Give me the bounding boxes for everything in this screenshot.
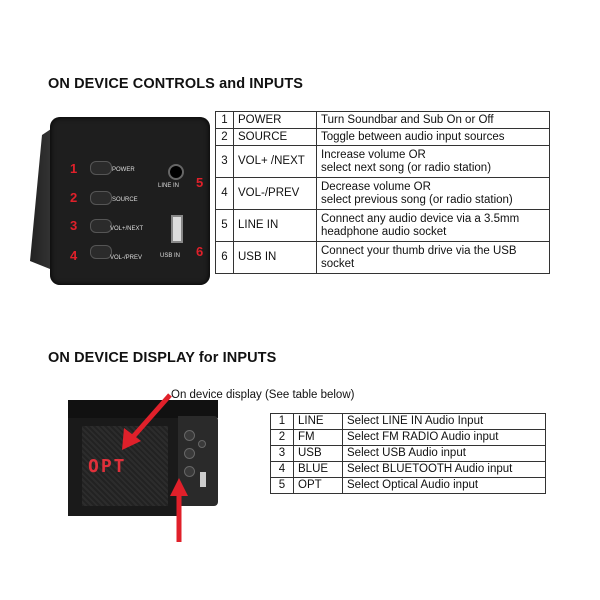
table-cell-desc: Select Optical Audio input — [342, 477, 546, 494]
table-cell-name: FM — [293, 429, 343, 446]
usb-port-graphic — [171, 215, 183, 243]
table-cell-num: 3 — [270, 445, 294, 462]
led-display: OPT — [88, 456, 127, 477]
arrow-to-display — [130, 393, 172, 440]
label-number: 4 — [70, 248, 78, 263]
panel-face: 1 POWER 2 SOURCE 3 VOL+/NEXT 4 VOL-/PREV… — [50, 117, 210, 285]
table-cell-name: USB IN — [233, 241, 317, 274]
mini-button — [184, 466, 195, 477]
table-cell-desc: Select FM RADIO Audio input — [342, 429, 546, 446]
table-cell-desc: Select USB Audio input — [342, 445, 546, 462]
source-button-graphic — [90, 191, 112, 205]
vol-down-button-graphic — [90, 245, 112, 259]
label-number: 5 — [196, 175, 204, 190]
mini-usb — [200, 472, 206, 487]
table-cell-name: LINE IN — [233, 209, 317, 242]
label-text: LINE IN — [158, 183, 180, 189]
table-cell-desc: Turn Soundbar and Sub On or Off — [316, 111, 550, 129]
power-button-graphic — [90, 161, 112, 175]
display-callout: On device display (See table below) — [171, 389, 355, 401]
line-in-jack-graphic — [168, 164, 184, 180]
arrow-head-source — [170, 478, 188, 496]
label-number: 1 — [70, 161, 78, 176]
table-cell-num: 2 — [270, 429, 294, 446]
table-cell-desc: Select BLUETOOTH Audio input — [342, 461, 546, 478]
soundbar-control-panel-image: 1 POWER 2 SOURCE 3 VOL+/NEXT 4 VOL-/PREV… — [30, 117, 210, 289]
table-cell-num: 1 — [270, 413, 294, 430]
table-cell-name: LINE — [293, 413, 343, 430]
section-heading-display: ON DEVICE DISPLAY for INPUTS — [48, 350, 277, 366]
section-heading-controls: ON DEVICE CONTROLS and INPUTS — [48, 76, 304, 92]
mini-button — [184, 448, 195, 459]
label-number: 2 — [70, 190, 78, 205]
table-cell-name: OPT — [293, 477, 343, 494]
table-cell-name: VOL-/PREV — [233, 177, 317, 210]
mini-button — [184, 430, 195, 441]
label-text: VOL-/PREV — [110, 255, 143, 261]
label-number: 6 — [196, 244, 204, 259]
label-text: SOURCE — [112, 197, 138, 203]
table-cell-name: USB — [293, 445, 343, 462]
table-cell-name: POWER — [233, 111, 317, 129]
table-cell-num: 5 — [270, 477, 294, 494]
bar-end-panel — [178, 416, 218, 506]
mini-jack — [198, 440, 206, 448]
table-cell-num: 4 — [270, 461, 294, 478]
vol-up-button-graphic — [90, 219, 112, 233]
label-text: POWER — [112, 167, 135, 173]
table-cell-name: VOL+ /NEXT — [233, 145, 317, 178]
label-text: USB IN — [160, 253, 181, 259]
table-cell-desc: Toggle between audio input sources — [316, 128, 550, 146]
arrow-head-display — [122, 428, 141, 450]
table-cell-desc: Select LINE IN Audio Input — [342, 413, 546, 430]
label-number: 3 — [70, 218, 78, 233]
table-cell-name: BLUE — [293, 461, 343, 478]
label-text: VOL+/NEXT — [110, 226, 144, 232]
bar-top — [68, 400, 218, 418]
